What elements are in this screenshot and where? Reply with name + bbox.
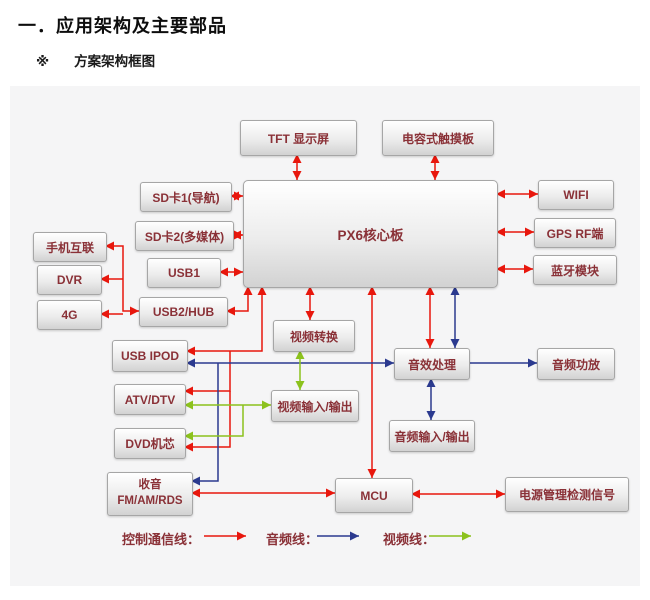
box-dvd-mechanism-label: DVD机芯	[125, 437, 175, 451]
section-subtitle: ※ 方案架构框图	[36, 50, 155, 70]
box-wifi-label: WIFI	[563, 188, 589, 202]
box-video-convert: 视频转换	[273, 320, 355, 352]
box-phone-link-label: 手机互联	[45, 240, 94, 255]
box-usb1: USB1	[147, 258, 221, 288]
box-usb1-label: USB1	[167, 266, 200, 280]
box-radio-fm-am-rds: 收音 FM/AM/RDS	[107, 472, 193, 516]
subtitle-text: 方案架构框图	[74, 54, 156, 69]
box-phone-link: 手机互联	[33, 232, 107, 262]
box-tft-display-label: TFT 显示屏	[267, 131, 330, 146]
box-atv-dtv: ATV/DTV	[114, 384, 186, 415]
legend-audio-line-label: 音频线：	[266, 532, 319, 547]
box-atv-dtv-label: ATV/DTV	[124, 392, 176, 407]
box-audio-dsp: 音效处理	[394, 348, 470, 380]
box-capacitive-touch-panel: 电容式触摸板	[382, 120, 494, 156]
subtitle-marker: ※	[36, 54, 50, 69]
box-wifi: WIFI	[538, 180, 614, 210]
box-power-management-signal: 电源管理检测信号	[505, 477, 629, 512]
box-usb2-hub: USB2/HUB	[139, 297, 228, 327]
box-tft-display: TFT 显示屏	[240, 120, 357, 156]
box-usb2-hub-label: USB2/HUB	[152, 305, 215, 319]
legend-control-line-label: 控制通信线：	[122, 532, 201, 547]
box-bluetooth-module-label: 蓝牙模块	[550, 263, 599, 278]
box-gps-rf: GPS RF端	[534, 218, 616, 248]
box-sd-card1-nav: SD卡1(导航)	[140, 182, 232, 212]
box-audio-amplifier: 音频功放	[537, 348, 615, 380]
box-audio-amplifier-label: 音频功放	[551, 357, 600, 372]
box-capacitive-touch-panel-label: 电容式触摸板	[401, 131, 474, 146]
box-sd-card2-media-label: SD卡2(多媒体)	[144, 229, 225, 244]
box-usb-ipod: USB IPOD	[112, 340, 188, 372]
box-sd-card1-nav-label: SD卡1(导航)	[152, 190, 220, 205]
box-gps-rf-label: GPS RF端	[546, 226, 604, 241]
box-radio-label-line2: FM/AM/RDS	[117, 495, 183, 507]
box-audio-in-out: 音频输入/输出	[389, 420, 475, 452]
box-radio-label-line1: 收音	[138, 479, 162, 492]
box-px6-core-board: PX6核心板	[243, 180, 498, 288]
box-sd-card2-media: SD卡2(多媒体)	[135, 221, 234, 251]
box-4g-label: 4G	[61, 308, 78, 322]
box-dvr: DVR	[37, 265, 102, 295]
box-power-management-signal-label: 电源管理检测信号	[518, 488, 615, 502]
box-bluetooth-module: 蓝牙模块	[533, 255, 617, 285]
box-usb-ipod-label: USB IPOD	[120, 349, 179, 363]
box-audio-in-out-label: 音频输入/输出	[394, 429, 470, 444]
box-px6-core-board-label: PX6核心板	[337, 228, 404, 243]
page-title: 一．应用架构及主要部品	[18, 16, 227, 36]
box-video-in-out: 视频输入/输出	[271, 390, 359, 422]
box-dvd-mechanism: DVD机芯	[114, 428, 186, 459]
box-4g: 4G	[37, 300, 102, 330]
box-audio-dsp-label: 音效处理	[407, 357, 456, 372]
box-dvr-label: DVR	[56, 273, 83, 287]
legend-video-line-label: 视频线：	[383, 532, 436, 547]
box-mcu-label: MCU	[360, 488, 388, 503]
box-video-convert-label: 视频转换	[289, 329, 338, 344]
box-video-in-out-label: 视频输入/输出	[277, 399, 353, 414]
box-mcu: MCU	[335, 478, 413, 513]
